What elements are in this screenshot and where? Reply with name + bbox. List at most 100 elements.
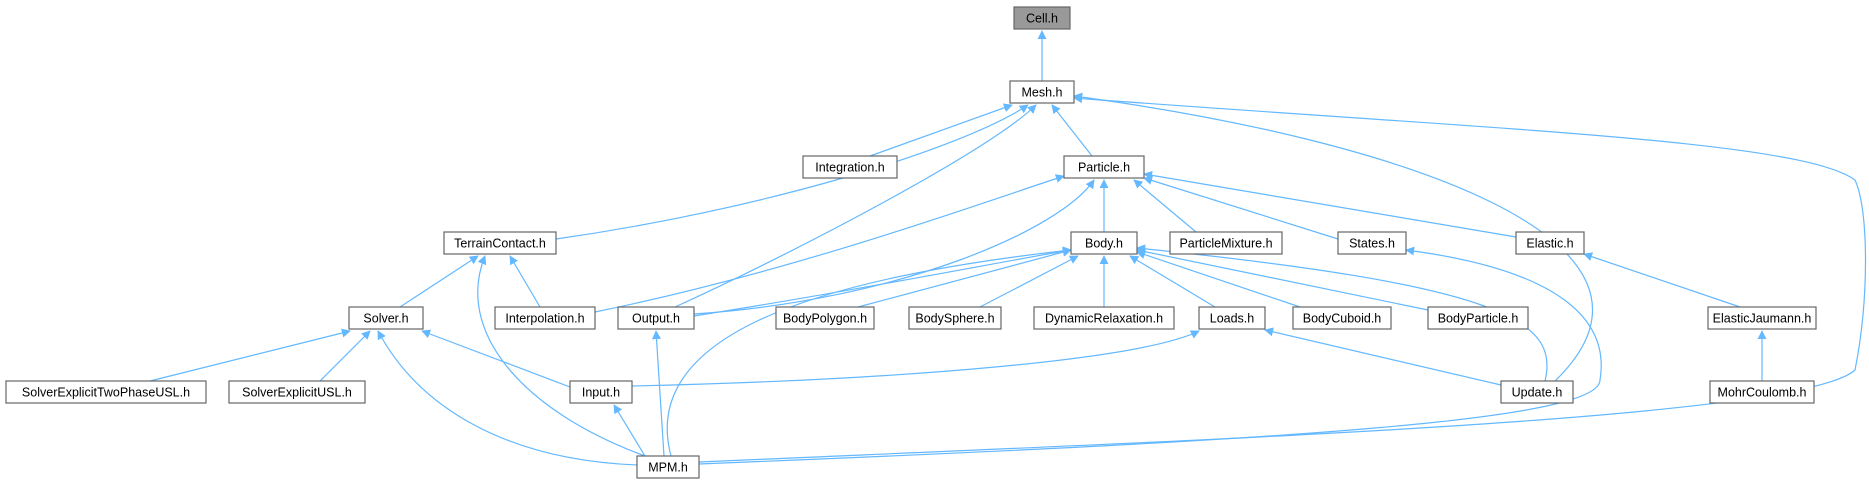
edge-solvertwophase-to-solver xyxy=(149,328,351,382)
edge-integration-to-mesh xyxy=(869,103,1013,157)
node-body[interactable]: Body.h xyxy=(1070,231,1138,255)
edge-mpm-to-solver xyxy=(377,330,638,466)
node-box xyxy=(636,455,700,479)
node-integration[interactable]: Integration.h xyxy=(802,155,898,179)
node-label: MohrCoulomb.h xyxy=(1718,386,1807,400)
node-label: BodyCuboid.h xyxy=(1303,312,1382,326)
node-label: BodyPolygon.h xyxy=(783,312,867,326)
node-box xyxy=(494,306,596,330)
node-label: SolverExplicitTwoPhaseUSL.h xyxy=(22,386,190,400)
node-box xyxy=(1063,155,1145,179)
node-box xyxy=(1427,306,1529,330)
edge-solver-to-terraincontact xyxy=(399,255,479,308)
edge-interpolation-to-terraincontact xyxy=(509,255,541,308)
node-bodypolygon[interactable]: BodyPolygon.h xyxy=(775,306,875,330)
node-label: Solver.h xyxy=(363,312,408,326)
edge-mpm-to-states xyxy=(698,246,1602,465)
node-label: Cell.h xyxy=(1026,12,1058,26)
node-input[interactable]: Input.h xyxy=(569,380,633,404)
node-particle[interactable]: Particle.h xyxy=(1063,155,1145,179)
edge-update-to-body xyxy=(1136,244,1548,382)
edge-loads-to-body xyxy=(1129,255,1216,308)
edge-states-to-particle xyxy=(1143,176,1339,240)
node-box xyxy=(1515,231,1585,255)
node-box xyxy=(1013,6,1071,30)
node-box xyxy=(5,380,207,404)
edge-output-to-mesh xyxy=(674,104,1037,308)
node-label: Interpolation.h xyxy=(505,312,584,326)
node-elastic[interactable]: Elastic.h xyxy=(1515,231,1585,255)
edge-output-to-body xyxy=(693,246,1072,317)
node-mohrcoulomb[interactable]: MohrCoulomb.h xyxy=(1709,380,1815,404)
node-elasticjaumann[interactable]: ElasticJaumann.h xyxy=(1707,306,1817,330)
node-box xyxy=(1198,306,1266,330)
node-label: ParticleMixture.h xyxy=(1179,237,1272,251)
node-box xyxy=(802,155,898,179)
node-bodycuboid[interactable]: BodyCuboid.h xyxy=(1292,306,1392,330)
node-box xyxy=(348,306,424,330)
edge-output-to-particle xyxy=(693,179,1095,315)
node-states[interactable]: States.h xyxy=(1337,231,1407,255)
edge-bodycuboid-to-body xyxy=(1136,250,1301,308)
edge-elasticjaumann-to-elastic xyxy=(1583,252,1741,308)
node-solverusl[interactable]: SolverExplicitUSL.h xyxy=(228,380,366,404)
edge-input-to-solver xyxy=(421,329,571,388)
node-box xyxy=(1070,231,1138,255)
node-mpm[interactable]: MPM.h xyxy=(636,455,700,479)
node-label: ElasticJaumann.h xyxy=(1713,312,1812,326)
node-label: States.h xyxy=(1349,237,1395,251)
node-bodyparticle[interactable]: BodyParticle.h xyxy=(1427,306,1529,330)
edge-particlemixture-to-particle xyxy=(1133,179,1197,233)
edge-update-to-mesh xyxy=(1073,92,1593,382)
node-label: Integration.h xyxy=(815,161,885,175)
node-output[interactable]: Output.h xyxy=(617,306,695,330)
edge-mpm-to-body xyxy=(666,246,1072,457)
node-label: TerrainContact.h xyxy=(454,237,546,251)
edge-mpm-to-input xyxy=(613,404,646,457)
node-box xyxy=(617,306,695,330)
node-label: DynamicRelaxation.h xyxy=(1045,312,1163,326)
edge-update-to-loads xyxy=(1264,327,1502,386)
node-box xyxy=(1337,231,1407,255)
node-box xyxy=(1169,231,1283,255)
node-update[interactable]: Update.h xyxy=(1500,380,1574,404)
edge-elastic-to-particle xyxy=(1143,170,1517,238)
node-label: BodyParticle.h xyxy=(1438,312,1519,326)
node-box xyxy=(443,231,557,255)
node-particlemixture[interactable]: ParticleMixture.h xyxy=(1169,231,1283,255)
edge-bodyparticle-to-body xyxy=(1136,247,1429,311)
node-label: BodySphere.h xyxy=(915,312,994,326)
node-label: Body.h xyxy=(1085,237,1123,251)
edge-input-to-loads xyxy=(631,330,1200,387)
edge-bodysphere-to-body xyxy=(979,255,1079,308)
node-box xyxy=(1707,306,1817,330)
edge-solverusl-to-solver xyxy=(319,330,371,382)
node-terraincontact[interactable]: TerrainContact.h xyxy=(443,231,557,255)
edge-mpm-to-output xyxy=(652,330,665,457)
edge-particle-to-mesh xyxy=(1051,104,1093,157)
node-label: Output.h xyxy=(632,312,680,326)
node-loads[interactable]: Loads.h xyxy=(1198,306,1266,330)
node-label: Mesh.h xyxy=(1022,86,1063,100)
node-box xyxy=(1009,80,1075,104)
node-label: Update.h xyxy=(1512,386,1563,400)
node-mesh[interactable]: Mesh.h xyxy=(1009,80,1075,104)
node-label: Particle.h xyxy=(1078,161,1130,175)
node-dynamicrelaxation[interactable]: DynamicRelaxation.h xyxy=(1033,306,1175,330)
node-box xyxy=(1500,380,1574,404)
node-box xyxy=(1292,306,1392,330)
edge-mpm-to-terraincontact xyxy=(477,255,646,457)
node-bodysphere[interactable]: BodySphere.h xyxy=(908,306,1002,330)
edge-interpolation-to-particle xyxy=(594,174,1065,313)
node-box xyxy=(569,380,633,404)
node-interpolation[interactable]: Interpolation.h xyxy=(494,306,596,330)
node-box xyxy=(228,380,366,404)
node-cell[interactable]: Cell.h xyxy=(1013,6,1071,30)
node-box xyxy=(908,306,1002,330)
node-solvertwophase[interactable]: SolverExplicitTwoPhaseUSL.h xyxy=(5,380,207,404)
node-label: Elastic.h xyxy=(1526,237,1573,251)
node-label: MPM.h xyxy=(648,461,688,475)
node-solver[interactable]: Solver.h xyxy=(348,306,424,330)
